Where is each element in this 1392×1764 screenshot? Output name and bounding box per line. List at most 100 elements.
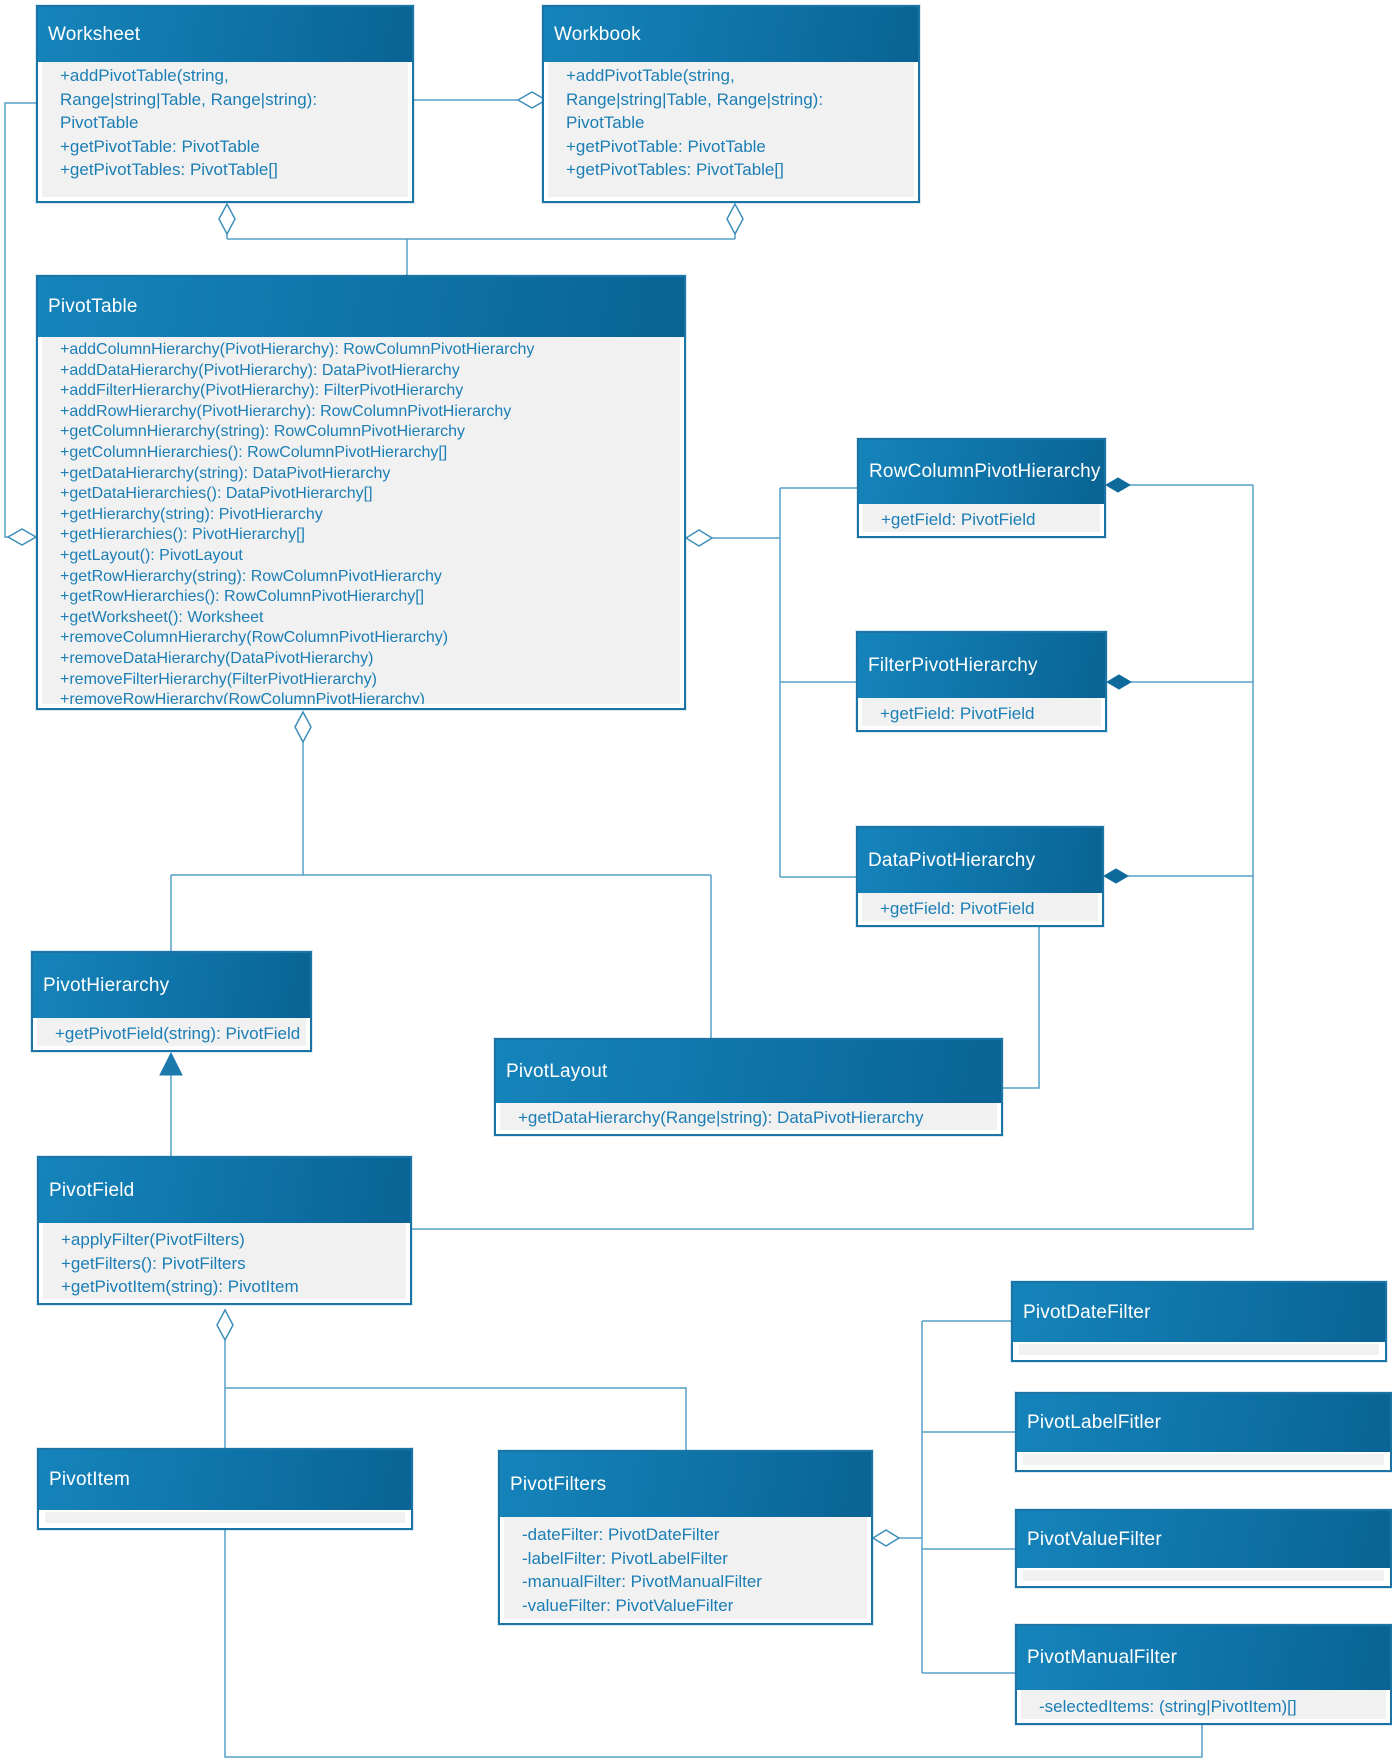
class-box-pivottable: PivotTable +addColumnHierarchy(PivotHiera… [36,275,686,710]
class-members-pivothierarchy: +getPivotField(string): PivotField [37,1018,306,1046]
member-row: +getHierarchies(): PivotHierarchy[] [60,526,305,544]
member-row: PivotTable [60,113,139,132]
class-box-pivothierarchy: PivotHierarchy +getPivotField(string): Pi… [31,951,312,1052]
class-members-worksheet: +addPivotTable(string, Range|string|Table… [42,62,408,197]
member-row: +addPivotTable(string, [566,66,735,85]
member-row: +getPivotTables: PivotTable[] [566,160,784,179]
member-row: +getDataHierarchy(string): DataPivotHier… [60,464,391,482]
class-title-pivotmanualfilter: PivotManualFilter [1027,1647,1178,1668]
member-row: -selectedItems: (string|PivotItem)[] [1039,1697,1297,1716]
connector-layout-datahierarchy [1003,927,1040,1089]
class-members-pivotfilters: -dateFilter: PivotDateFilter -labelFilter… [504,1517,867,1619]
class-header-pivotlayout: PivotLayout [496,1040,1001,1103]
class-header-pivotvaluefilter: PivotValueFilter [1017,1511,1390,1568]
aggregation-diamond-icon-field-bottom-drop [216,1308,234,1342]
class-header-pivotlabelfitler: PivotLabelFitler [1017,1394,1390,1452]
class-header-rowcolumnpivothierarchy: RowColumnPivotHierarchy [859,440,1104,504]
class-members-pivottable: +addColumnHierarchy(PivotHierarchy): Row… [42,337,680,704]
member-row: -labelFilter: PivotLabelFilter [522,1548,728,1568]
class-header-pivothierarchy: PivotHierarchy [33,953,310,1018]
class-box-pivotlayout: PivotLayout +getDataHierarchy(Range|strin… [494,1038,1003,1136]
member-row: PivotTable [566,113,645,132]
class-title-pivotfield: PivotField [49,1179,135,1201]
class-title-pivotdatefilter: PivotDateFilter [1023,1301,1151,1323]
member-row: +getDataHierarchy(Range|string): DataPiv… [518,1108,924,1127]
member-row: +getPivotField(string): PivotField [55,1024,301,1043]
member-row: -manualFilter: PivotManualFilter [522,1572,762,1591]
class-members-rowcolumnpivothierarchy: +getField: PivotField [863,504,1100,532]
class-header-pivotmanualfilter: PivotManualFilter [1017,1626,1390,1690]
class-box-datapivothierarchy: DataPivotHierarchy +getField: PivotField [856,826,1104,927]
class-members-pivotmanualfilter: -selectedItems: (string|PivotItem)[] [1021,1690,1386,1719]
class-header-pivotitem: PivotItem [39,1450,411,1510]
class-header-pivottable: PivotTable [38,277,684,337]
member-row: +getFilters(): PivotFilters [61,1253,246,1273]
class-header-workbook: Workbook [544,7,918,62]
member-row: +addPivotTable(string, [60,66,229,85]
member-row: +applyFilter(PivotFilters) [61,1230,245,1249]
member-row: +getPivotTables: PivotTable[] [60,160,278,179]
aggregation-diamond-icon-filters-aggregation [871,1529,901,1547]
composition-diamond-icon-data-field-composition [1103,868,1129,884]
class-box-pivotfilters: PivotFilters -dateFilter: PivotDateFilter… [498,1450,873,1625]
member-row: +getRowHierarchies(): RowColumnPivotHier… [60,588,425,606]
class-members-pivotvaluefilter [1023,1570,1384,1581]
class-title-pivotfilters: PivotFilters [510,1473,607,1495]
class-box-pivotmanualfilter: PivotManualFilter -selectedItems: (string… [1015,1624,1392,1725]
member-row: +getField: PivotField [880,899,1035,918]
aggregation-diamond-icon-pivottable-hierarchies [684,529,714,547]
connector-pivottable-worksheet-left [4,102,36,538]
member-row: Range|string|Table, Range|string): [60,89,318,109]
member-row: +getColumnHierarchy(string): RowColumnPi… [60,423,466,441]
class-header-datapivothierarchy: DataPivotHierarchy [858,828,1102,893]
member-row: +getLayout(): PivotLayout [60,546,243,564]
composition-diamond-icon-rowcolumn-field-composition [1105,477,1131,493]
class-box-workbook: Workbook +addPivotTable(string, Range|stri… [542,5,920,203]
aggregation-diamond-icon-pivottable-bottom-drop [294,710,312,744]
class-title-worksheet: Worksheet [48,23,141,45]
member-row: +getPivotTable: PivotTable [60,136,260,156]
aggregation-diamond-icon-workbook-drop [726,202,744,236]
member-row: +addRowHierarchy(PivotHierarchy): RowCol… [60,402,512,420]
member-row: +getField: PivotField [881,510,1036,529]
class-title-pivotitem: PivotItem [49,1469,130,1490]
class-members-pivotlabelfitler [1023,1454,1384,1465]
class-title-pivotlayout: PivotLayout [506,1060,608,1082]
member-row: -dateFilter: PivotDateFilter [522,1525,720,1544]
class-title-pivottable: PivotTable [48,296,138,317]
class-title-filterpivothierarchy: FilterPivotHierarchy [868,654,1038,676]
member-row: +getHierarchy(string): PivotHierarchy [60,505,323,523]
class-box-pivotdatefilter: PivotDateFilter [1011,1281,1387,1362]
member-row: Range|string|Table, Range|string): [566,89,824,109]
class-header-pivotdatefilter: PivotDateFilter [1013,1283,1385,1342]
class-members-pivotitem [45,1512,405,1523]
class-title-pivotlabelfitler: PivotLabelFitler [1027,1412,1162,1433]
class-members-workbook: +addPivotTable(string, Range|string|Table… [548,62,914,197]
member-row: +addDataHierarchy(PivotHierarchy): DataP… [60,361,460,379]
member-row: +getWorksheet(): Worksheet [60,608,264,626]
member-row: +removeRowHierarchy(RowColumnPivotHierar… [60,691,425,704]
inheritance-triangle-icon-hierarchy-field-inheritance [159,1051,183,1076]
class-title-rowcolumnpivothierarchy: RowColumnPivotHierarchy [869,461,1101,482]
member-row: +getPivotItem(string): PivotItem [61,1277,299,1296]
class-box-pivotitem: PivotItem [37,1448,413,1530]
member-row: +addFilterHierarchy(PivotHierarchy): Fil… [60,382,464,400]
class-title-datapivothierarchy: DataPivotHierarchy [868,849,1036,871]
class-members-pivotlayout: +getDataHierarchy(Range|string): DataPiv… [500,1103,997,1130]
aggregation-diamond-icon-worksheet-drop [218,202,236,236]
class-box-filterpivothierarchy: FilterPivotHierarchy +getField: PivotFiel… [856,631,1107,732]
class-members-pivotfield: +applyFilter(PivotFilters) +getFilters():… [43,1223,406,1299]
member-row: +getRowHierarchy(string): RowColumnPivot… [60,567,442,585]
class-box-pivotvaluefilter: PivotValueFilter [1015,1509,1392,1588]
member-row: +removeDataHierarchy(DataPivotHierarchy) [60,649,374,667]
class-header-filterpivothierarchy: FilterPivotHierarchy [858,633,1105,698]
aggregation-diamond-icon-pivottable-worksheet-left [6,528,38,546]
connector-field-filters-branch [225,1387,687,1450]
member-row: -valueFilter: PivotValueFilter [522,1595,734,1615]
member-row: +getField: PivotField [880,704,1035,723]
class-header-pivotfield: PivotField [39,1158,410,1223]
connector-item-manualfilter-route [224,1530,1203,1758]
class-box-rowcolumnpivothierarchy: RowColumnPivotHierarchy +getField: PivotF… [857,438,1106,538]
class-title-pivotvaluefilter: PivotValueFilter [1027,1528,1162,1550]
class-box-pivotlabelfitler: PivotLabelFitler [1015,1392,1392,1472]
